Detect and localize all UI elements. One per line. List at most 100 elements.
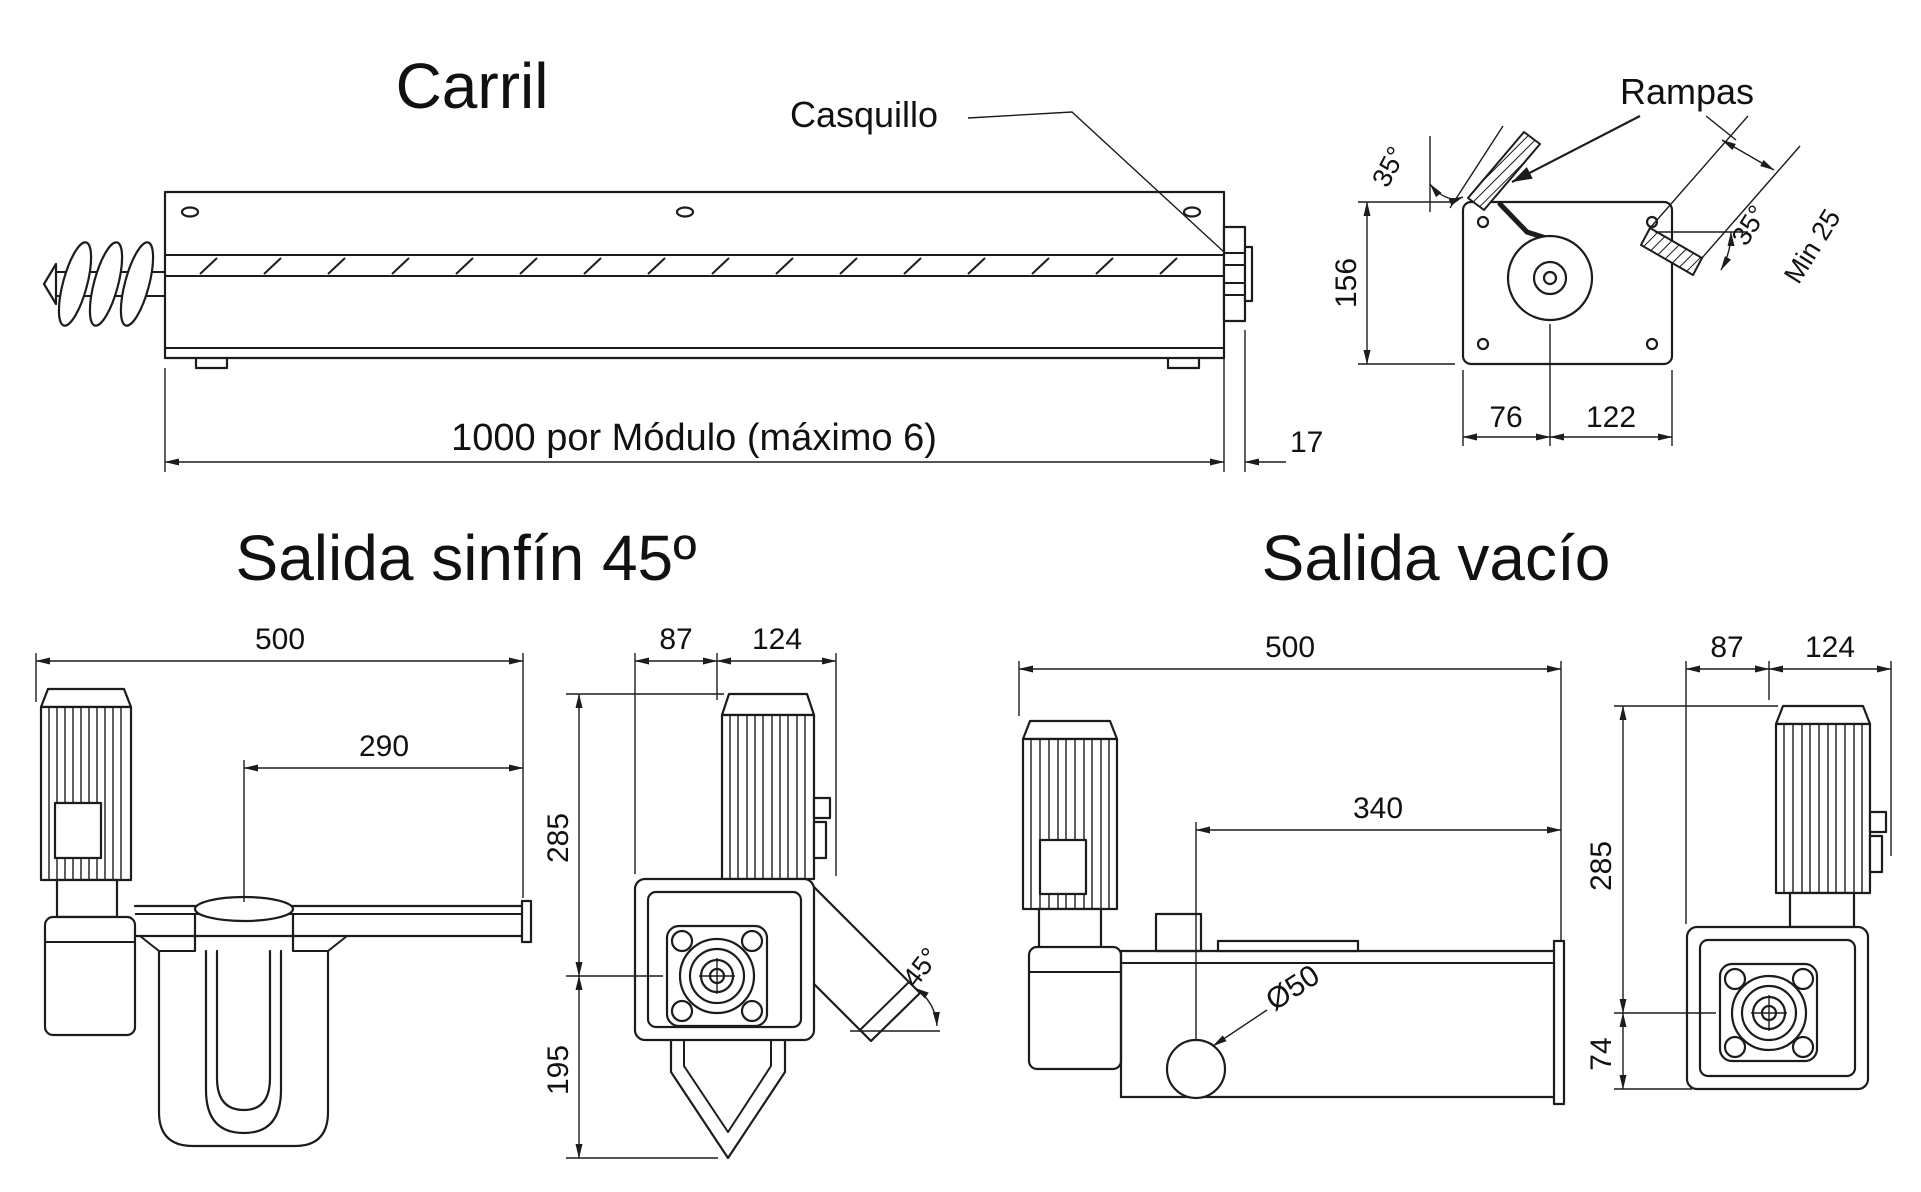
vacuum-tube xyxy=(1119,912,1566,1106)
bolt-hole xyxy=(1476,215,1490,229)
dim-height: 156 xyxy=(1330,258,1363,308)
motor-neck xyxy=(55,878,119,919)
tube-top-box xyxy=(1154,912,1203,953)
motor-side xyxy=(1021,719,1123,1071)
terminal-lug xyxy=(812,820,828,860)
motor-front xyxy=(720,692,832,881)
screw-slot xyxy=(1182,206,1202,218)
casquillo-leader-line xyxy=(967,111,1225,253)
vacio-front-view: 87 124 285 74 xyxy=(1585,631,1892,1091)
casquillo-label: Casquillo xyxy=(790,94,938,135)
tube-top-plate xyxy=(1216,939,1360,953)
dim-upper-height: 285 xyxy=(542,813,575,863)
motor-side xyxy=(39,687,137,1037)
hub-shaft xyxy=(1542,270,1558,286)
rampas-leader-line xyxy=(1705,115,1737,141)
terminal-box xyxy=(1038,838,1088,896)
sinfin-side-view: 500 290 xyxy=(35,623,533,1148)
gearbox-side xyxy=(1027,945,1123,1071)
auger-screw-end xyxy=(42,241,165,327)
motor-fins xyxy=(48,707,122,880)
bolt-hole xyxy=(1645,337,1659,351)
rampas-dimensions: 156 76 122 xyxy=(1330,201,1673,446)
carril-title: Carril xyxy=(396,50,549,122)
rail-foot-right xyxy=(1166,356,1201,370)
flange-bolt xyxy=(670,929,694,953)
motor-fins xyxy=(729,715,806,879)
ramp-left xyxy=(1467,131,1541,211)
outlet-diameter-label: Ø50 xyxy=(1260,959,1326,1018)
dim-outlet-offset: 290 xyxy=(359,730,409,763)
vacio-side-view: 500 340 Ø50 xyxy=(1018,631,1566,1106)
dim-total-width: 500 xyxy=(255,623,305,656)
dim-end-gap: 17 xyxy=(1290,426,1323,459)
rampas-leader-arrow xyxy=(1511,115,1641,183)
tube-outer-u xyxy=(204,949,283,1135)
motor-fins xyxy=(1030,739,1110,909)
gearbox-side xyxy=(43,915,137,1037)
terminal-lug xyxy=(1868,810,1888,834)
diameter-leader xyxy=(1212,1009,1268,1047)
dim-left-width: 76 xyxy=(1489,401,1522,434)
motor-neck xyxy=(1037,907,1103,951)
channel-end-cap xyxy=(520,899,533,944)
vacio-front-dimensions: 87 124 285 74 xyxy=(1585,631,1892,1090)
salida-sinfin-section: Salida sinfín 45º xyxy=(35,522,945,1160)
terminal-box xyxy=(53,801,103,860)
dim-right-width: 122 xyxy=(1586,401,1636,434)
motor-neck xyxy=(1788,891,1856,929)
casquillo-bushing xyxy=(1222,225,1254,323)
screw-slot xyxy=(675,206,695,218)
flange-bolt xyxy=(1791,1035,1815,1059)
salida-vacio-title: Salida vacío xyxy=(1262,522,1611,594)
bolt-hole xyxy=(1645,215,1659,229)
dim-module-length: 1000 por Módulo (máximo 6) xyxy=(451,417,937,459)
casquillo-callout: Casquillo xyxy=(790,94,1225,253)
dim-outlet-offset: 340 xyxy=(1353,792,1403,825)
dim-left: 87 xyxy=(659,623,692,656)
motor-fins xyxy=(1783,724,1863,893)
auger-flights-inside xyxy=(199,257,1178,275)
sinfin-side-dimensions: 500 290 xyxy=(35,623,524,902)
outlet-tube-housing xyxy=(139,895,348,1148)
salida-sinfin-title: Salida sinfín 45º xyxy=(236,522,697,594)
angle-left-label: 35° xyxy=(1366,142,1412,192)
rail-foot-left xyxy=(194,356,229,370)
tube-inner-u xyxy=(215,949,272,1112)
flange-bolt xyxy=(1723,1035,1747,1059)
bolt-hole xyxy=(1476,337,1490,351)
flange-bolt xyxy=(740,999,764,1023)
terminal-lug xyxy=(812,796,832,820)
sinfin-front-view: 45° 87 124 285 195 xyxy=(542,623,945,1160)
flange-bolt xyxy=(670,999,694,1023)
dim-lower-height: 195 xyxy=(542,1045,575,1095)
flange-bolt xyxy=(1723,967,1747,991)
flange-bolt xyxy=(1791,967,1815,991)
dim-upper-height: 285 xyxy=(1585,841,1618,891)
screw-slot xyxy=(180,206,200,218)
motor-front xyxy=(1774,704,1888,929)
angle-right-label: 35° xyxy=(1726,200,1773,251)
dim-right: 124 xyxy=(752,623,802,656)
bottom-chute xyxy=(669,1038,787,1160)
dim-total-width: 500 xyxy=(1265,631,1315,664)
flange-bolt xyxy=(740,929,764,953)
min-width-label: Min 25 xyxy=(1778,204,1846,289)
rampas-label: Rampas xyxy=(1620,71,1754,112)
rampas-view: Rampas 35° 35° xyxy=(1330,71,1847,446)
carril-view: Carril Casquillo xyxy=(42,50,1323,472)
dim-left: 87 xyxy=(1710,631,1743,664)
terminal-lug xyxy=(1868,834,1884,874)
rail-body xyxy=(163,190,1226,370)
salida-vacio-section: Salida vacío xyxy=(1018,522,1892,1106)
gearbox-front xyxy=(1685,925,1870,1091)
tube-end-cap xyxy=(1552,939,1566,1106)
gearbox-front xyxy=(633,877,816,1042)
sinfin-front-dimensions: 87 124 285 195 xyxy=(542,623,837,1159)
mount-plate xyxy=(1461,200,1674,366)
dim-lower-height: 74 xyxy=(1585,1037,1618,1070)
carril-dimensions: 1000 por Módulo (máximo 6) 17 xyxy=(164,330,1323,472)
ramp-right xyxy=(1640,227,1703,276)
